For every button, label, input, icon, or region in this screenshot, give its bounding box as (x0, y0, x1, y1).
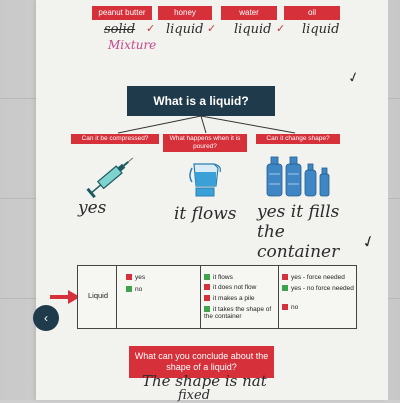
answer-peanut-butter: solid (104, 22, 136, 37)
table-col-poured: it flows it does not flow it makes a pil… (200, 266, 279, 328)
top-label-water: water (221, 6, 277, 20)
question-poured: What happens when it is poured? (163, 134, 247, 152)
answer-water: liquid (234, 22, 272, 37)
top-label-honey: honey (158, 6, 212, 20)
jug-pouring-icon (189, 163, 221, 197)
table-option: no (126, 286, 142, 293)
syringe-icon (86, 157, 134, 199)
table-option: it flows (204, 274, 233, 281)
page-corner-badge: ‹ (33, 305, 59, 331)
table-row-label-cell: Liquid (78, 266, 117, 328)
conclusion-question: What can you conclude about the shape of… (129, 346, 274, 378)
table-option: it takes the shape of the container (204, 306, 272, 320)
top-label-oil: oil (284, 6, 340, 20)
mixture-note: Mixture (108, 38, 157, 52)
check-mark-icon: ✓ (276, 22, 286, 35)
check-mark-icon: ✓ (146, 22, 156, 35)
table-option: no (282, 304, 298, 311)
table-col-change-shape: yes - force needed yes - no force needed… (278, 266, 356, 328)
table-option: it makes a pile (204, 295, 255, 302)
question-change-shape: Can it change shape? (256, 134, 340, 144)
answer-oil: liquid (302, 22, 340, 37)
answer-table: Liquid yes no it flows it does not flow … (77, 265, 357, 329)
table-option: yes - force needed (282, 274, 354, 281)
page-title: What is a liquid? (127, 86, 275, 116)
table-option: yes (126, 274, 145, 281)
answer-compressed: yes (78, 198, 107, 218)
check-mark-icon: ✓ (207, 22, 217, 35)
table-option: it does not flow (204, 284, 256, 291)
question-compressed: Can it be compressed? (71, 134, 159, 144)
answer-poured: it flows (174, 204, 237, 224)
worksheet (36, 0, 388, 400)
answer-change-shape: yes it fills the container (257, 202, 340, 262)
arrow-right-icon (50, 290, 80, 304)
table-row-label: Liquid (88, 291, 109, 300)
answer-honey: liquid (166, 22, 204, 37)
table-col-compressed: yes no (116, 266, 201, 328)
top-label-peanut-butter: peanut butter (92, 6, 152, 20)
conclusion-answer-line1: The shape is nat (142, 372, 267, 390)
table-option: yes - no force needed (282, 285, 354, 292)
conclusion-answer-line2: fixed (178, 388, 211, 403)
water-bottles-icon (266, 156, 330, 197)
